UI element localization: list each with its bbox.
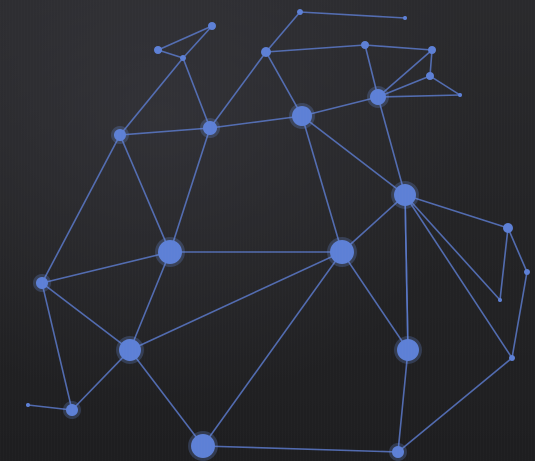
network-edge bbox=[398, 358, 512, 452]
network-edge bbox=[183, 26, 212, 58]
network-edge bbox=[266, 45, 365, 52]
network-node bbox=[370, 89, 386, 105]
network-edge bbox=[398, 350, 408, 452]
network-edge bbox=[500, 228, 508, 300]
network-edge bbox=[210, 52, 266, 128]
network-edge bbox=[130, 252, 170, 350]
network-node bbox=[330, 240, 354, 264]
network-node bbox=[498, 298, 502, 302]
network-edge bbox=[120, 128, 210, 135]
network-edge bbox=[130, 350, 203, 446]
network-node bbox=[208, 22, 216, 30]
network-edge bbox=[42, 135, 120, 283]
network-node bbox=[458, 93, 462, 97]
network-edge bbox=[203, 252, 342, 446]
network-node bbox=[361, 41, 369, 49]
network-edge bbox=[210, 116, 302, 128]
network-edge bbox=[42, 252, 170, 283]
network-edge bbox=[365, 45, 432, 50]
network-edge bbox=[512, 272, 527, 358]
network-node bbox=[36, 277, 48, 289]
network-edge bbox=[508, 228, 527, 272]
network-node bbox=[403, 16, 407, 20]
network-edge bbox=[300, 12, 405, 18]
network-node bbox=[297, 9, 303, 15]
network-node bbox=[119, 339, 141, 361]
network-node bbox=[509, 355, 515, 361]
network-node bbox=[503, 223, 513, 233]
network-node bbox=[426, 72, 434, 80]
network-node bbox=[428, 46, 436, 54]
network-edge bbox=[405, 195, 408, 350]
network-edge bbox=[203, 446, 398, 452]
network-node bbox=[292, 106, 312, 126]
network-edge bbox=[183, 58, 210, 128]
network-node bbox=[524, 269, 530, 275]
network-node bbox=[203, 121, 217, 135]
network-node bbox=[191, 434, 215, 458]
network-edge bbox=[266, 12, 300, 52]
network-edge bbox=[158, 26, 212, 50]
network-node bbox=[180, 55, 186, 61]
network-edge bbox=[120, 58, 183, 135]
network-node bbox=[114, 129, 126, 141]
network-node bbox=[261, 47, 271, 57]
network-edge bbox=[378, 97, 405, 195]
network-node bbox=[154, 46, 162, 54]
network-node bbox=[158, 240, 182, 264]
network-edge bbox=[405, 195, 512, 358]
network-edge bbox=[170, 128, 210, 252]
network-node bbox=[66, 404, 78, 416]
network-edge bbox=[302, 116, 405, 195]
network-edge bbox=[430, 76, 460, 95]
network-node bbox=[392, 446, 404, 458]
network-nodes bbox=[26, 9, 530, 461]
network-edge bbox=[378, 95, 460, 97]
network-node bbox=[26, 403, 30, 407]
network-edge bbox=[302, 116, 342, 252]
network-edges bbox=[28, 12, 527, 452]
network-node bbox=[397, 339, 419, 361]
network-edge bbox=[130, 252, 342, 350]
network-edge bbox=[342, 252, 408, 350]
network-edge bbox=[120, 135, 170, 252]
network-node bbox=[394, 184, 416, 206]
